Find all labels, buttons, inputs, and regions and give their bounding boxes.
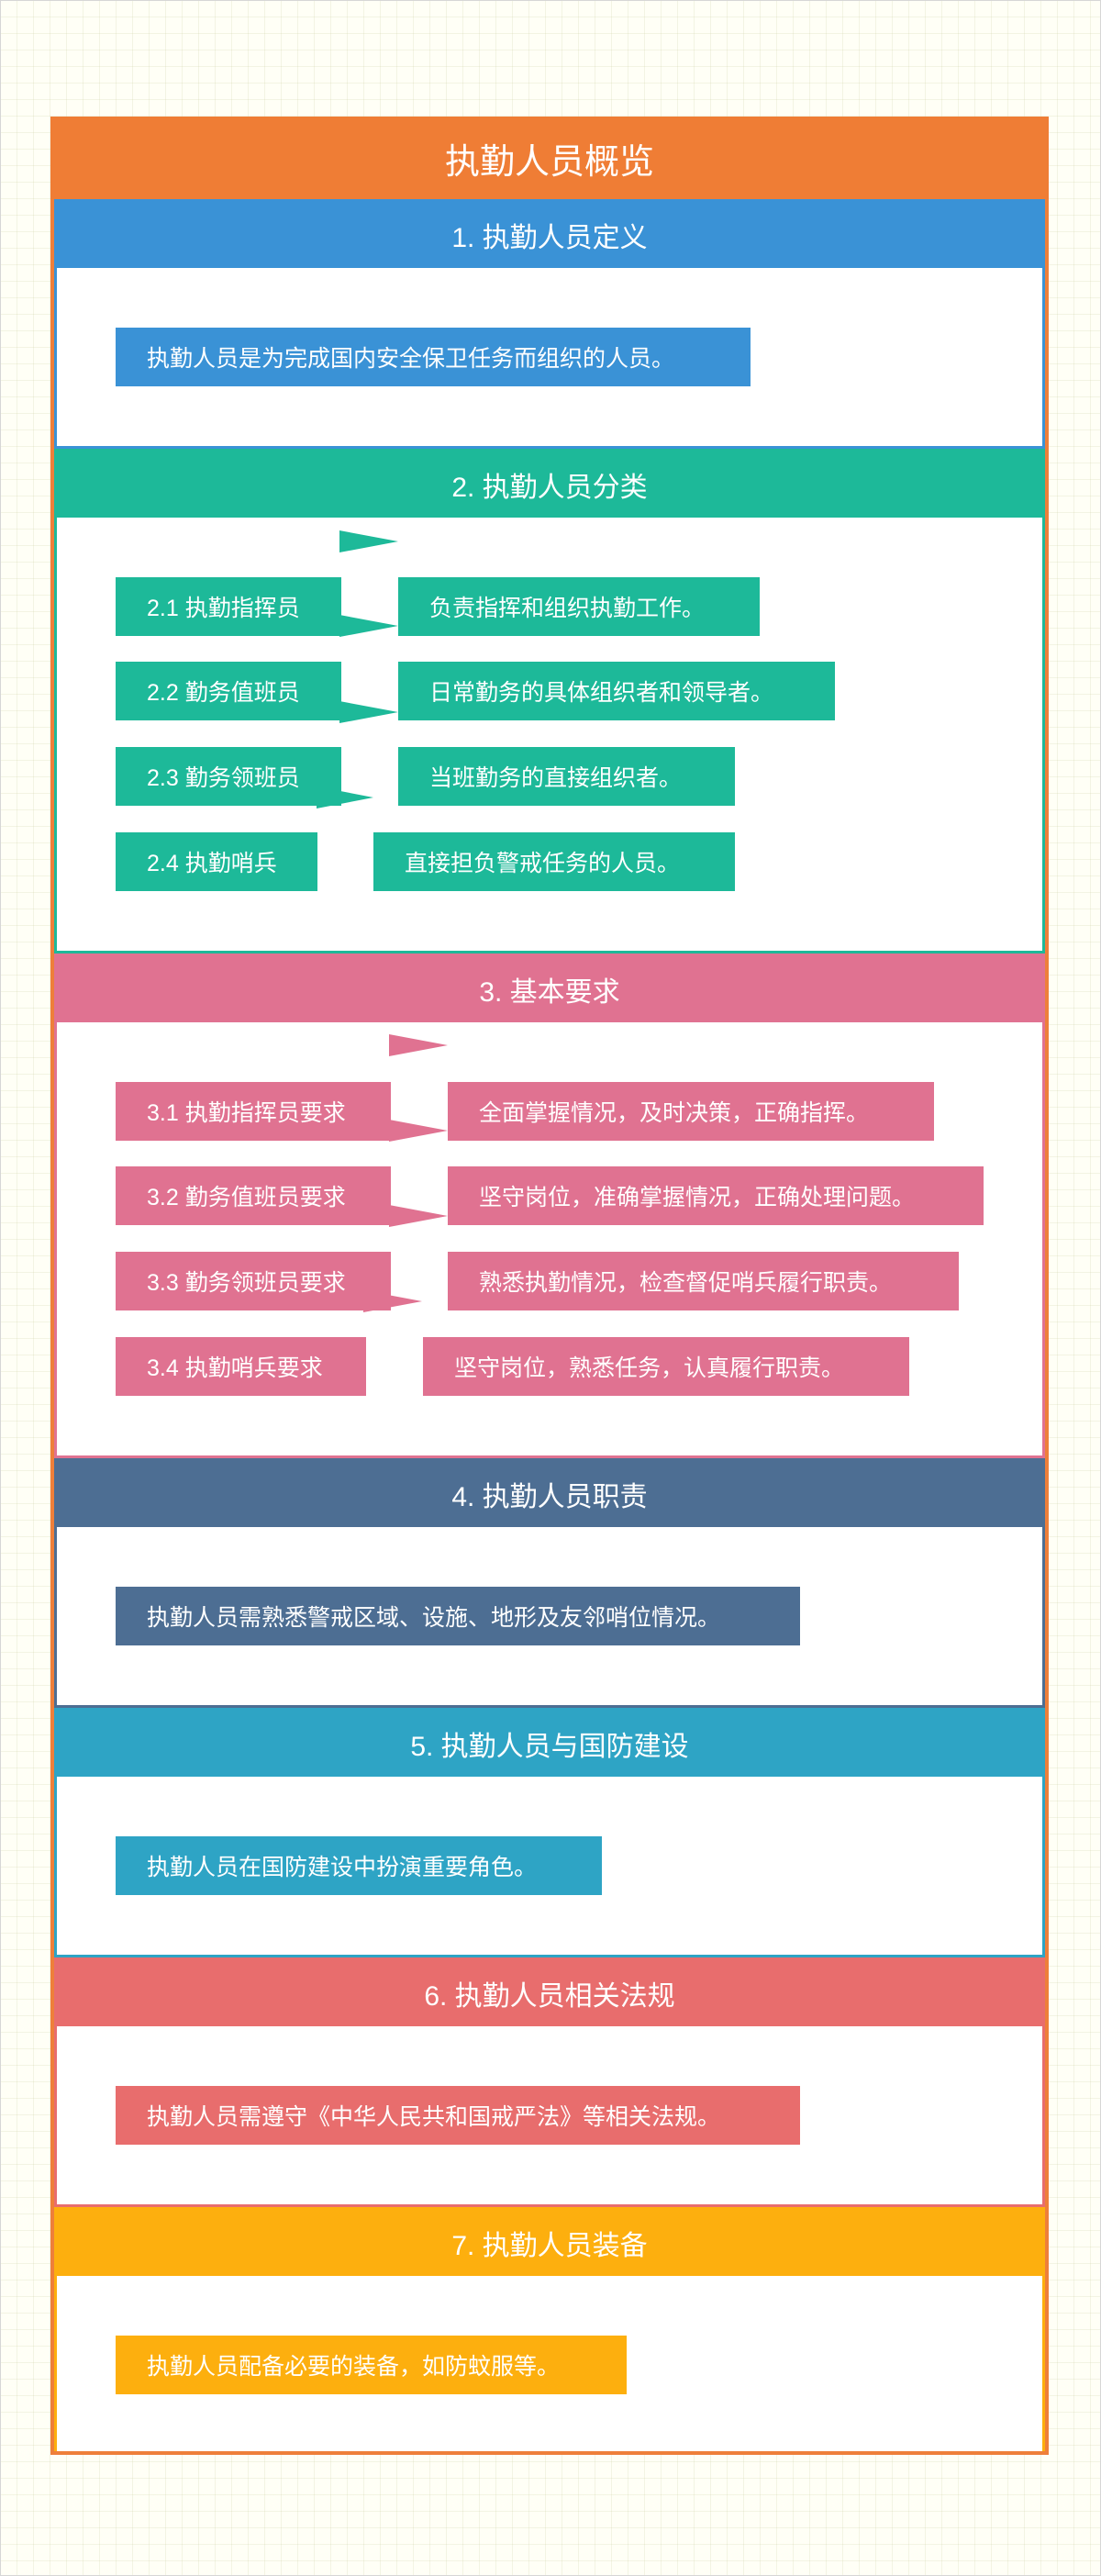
section-heading: 7. 执勤人员装备 [57, 2210, 1042, 2276]
requirement-label: 3.3 勤务领班员要求 [116, 1252, 391, 1310]
duties-box: 执勤人员需熟悉警戒区域、设施、地形及友邻哨位情况。 [116, 1587, 800, 1645]
section-heading: 4. 执勤人员职责 [57, 1461, 1042, 1527]
section-regulations: 6. 执勤人员相关法规 执勤人员需遵守《中华人民共和国戒严法》等相关法规。 [54, 1957, 1045, 2207]
section-definition: 1. 执勤人员定义 执勤人员是为完成国内安全保卫任务而组织的人员。 [54, 199, 1045, 449]
defense-box: 执勤人员在国防建设中扮演重要角色。 [116, 1836, 602, 1895]
section-heading: 3. 基本要求 [57, 956, 1042, 1022]
definition-box: 执勤人员是为完成国内安全保卫任务而组织的人员。 [116, 328, 751, 386]
category-label: 2.3 勤务领班员 [116, 747, 341, 806]
category-desc: 日常勤务的具体组织者和领导者。 [398, 662, 835, 720]
requirement-desc: 坚守岗位，熟悉任务，认真履行职责。 [423, 1337, 909, 1396]
section-heading: 2. 执勤人员分类 [57, 452, 1042, 518]
requirement-label: 3.1 执勤指挥员要求 [116, 1082, 391, 1141]
requirement-label: 3.4 执勤哨兵要求 [116, 1337, 366, 1396]
connector-3-3 [389, 1205, 448, 1227]
requirement-label: 3.2 勤务值班员要求 [116, 1166, 391, 1225]
category-label: 2.1 执勤指挥员 [116, 577, 341, 636]
requirement-desc: 坚守岗位，准确掌握情况，正确处理问题。 [448, 1166, 984, 1225]
category-desc: 直接担负警戒任务的人员。 [373, 832, 735, 891]
requirement-desc: 全面掌握情况，及时决策，正确指挥。 [448, 1082, 934, 1141]
category-desc: 当班勤务的直接组织者。 [398, 747, 735, 806]
page-title: 执勤人员概览 [50, 117, 1049, 199]
category-label: 2.2 勤务值班员 [116, 662, 341, 720]
section-heading: 6. 执勤人员相关法规 [57, 1960, 1042, 2026]
section-heading: 1. 执勤人员定义 [57, 202, 1042, 268]
requirement-desc: 熟悉执勤情况，检查督促哨兵履行职责。 [448, 1252, 959, 1310]
section-requirements: 3. 基本要求 3.1 执勤指挥员要求 全面掌握情况，及时决策，正确指挥。 3.… [54, 953, 1045, 1458]
category-label: 2.4 执勤哨兵 [116, 832, 317, 891]
section-equipment: 7. 执勤人员装备 执勤人员配备必要的装备，如防蚊服等。 [54, 2207, 1045, 2451]
regulations-box: 执勤人员需遵守《中华人民共和国戒严法》等相关法规。 [116, 2086, 800, 2145]
section-national-defense: 5. 执勤人员与国防建设 执勤人员在国防建设中扮演重要角色。 [54, 1708, 1045, 1957]
connector-lines [363, 1034, 448, 1312]
connector-2-2 [339, 615, 398, 637]
connector-3-1 [389, 1034, 448, 1056]
section-heading: 5. 执勤人员与国防建设 [57, 1711, 1042, 1777]
section-classification: 2. 执勤人员分类 2.1 执勤指挥员 负责指挥和组织执勤工作。 2.2 勤务值… [54, 449, 1045, 953]
connector-2-3 [339, 701, 398, 723]
category-desc: 负责指挥和组织执勤工作。 [398, 577, 760, 636]
connector-3-2 [389, 1120, 448, 1142]
connector-2-1 [339, 530, 398, 552]
section-duties: 4. 执勤人员职责 执勤人员需熟悉警戒区域、设施、地形及友邻哨位情况。 [54, 1458, 1045, 1708]
equipment-box: 执勤人员配备必要的装备，如防蚊服等。 [116, 2336, 627, 2394]
